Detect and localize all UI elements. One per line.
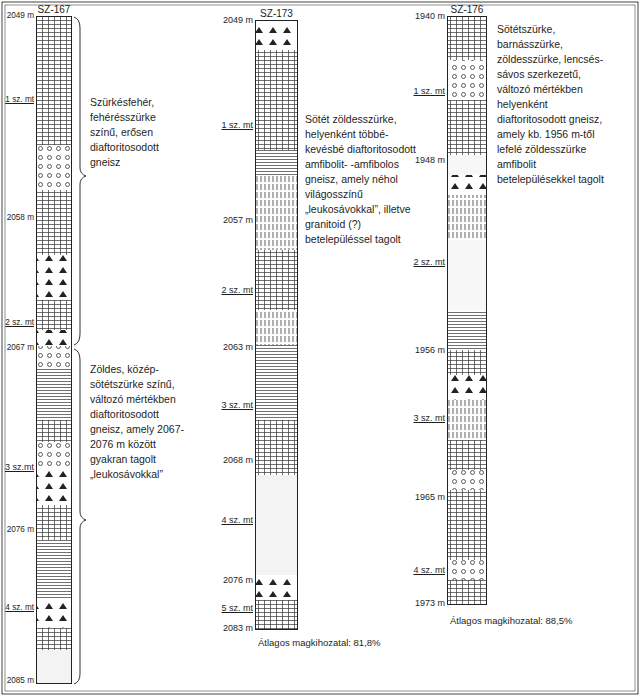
column-3-lithology [447, 16, 487, 605]
core-run-label: 1 sz. mt [413, 86, 445, 96]
lithology-description: Sötétszürke, barnásszürke, zöldesszürke,… [497, 22, 609, 187]
borehole-name: SZ-176 [451, 4, 484, 15]
depth-label: 1940 m [415, 11, 445, 21]
core-run-label: 4 sz. mt [5, 603, 34, 613]
borehole-column: SZ-167 [36, 16, 72, 684]
depth-label: 2063 m [223, 342, 253, 352]
bracket [74, 17, 86, 345]
depth-label: 2068 m [223, 455, 253, 465]
depth-label: 2049 m [223, 15, 253, 25]
core-run-label: 4 sz. mt [413, 565, 445, 575]
core-run-label: 1 sz. mt [5, 95, 34, 105]
lithology-description: Sötét zöldesszürke, helyenként többé-kev… [305, 112, 425, 247]
column-1-lithology [36, 16, 72, 684]
borehole-name: SZ-173 [260, 8, 293, 19]
core-run-label: 2 sz. mt [413, 257, 445, 267]
depth-label: 2049 m [7, 11, 34, 21]
core-run-label: 3 sz.mt [5, 462, 34, 472]
depth-label: 2076 m [223, 575, 253, 585]
core-run-label: 2 sz. mt [221, 285, 253, 295]
depth-label: 2057 m [223, 215, 253, 225]
lithology-description: Szürkésfehér, fehérésszürke színű, erőse… [90, 95, 186, 170]
depth-label: 2085 m [7, 676, 34, 686]
depth-label: 2058 m [7, 213, 34, 223]
core-run-label: 4 sz. mt [221, 515, 253, 525]
core-recovery-note: Átlagos magkihozatal: 88,5% [450, 615, 573, 626]
borehole-name: SZ-167 [38, 4, 71, 15]
depth-label: 2083 m [223, 623, 253, 633]
depth-label: 2076 m [7, 525, 34, 535]
core-run-label: 3 sz. mt [221, 400, 253, 410]
depth-label: 1948 m [415, 155, 445, 165]
bracket [74, 349, 86, 684]
core-run-label: 1 sz. mt [221, 120, 253, 130]
borehole-column: SZ-176 [447, 16, 487, 605]
column-2-lithology [255, 20, 298, 630]
core-run-label: 5 sz. mt [221, 603, 253, 613]
borehole-column: SZ-173 [255, 20, 298, 630]
core-recovery-note: Átlagos magkihozatal: 81,8% [258, 637, 381, 648]
core-run-label: 2 sz. mt [5, 318, 34, 328]
depth-label: 1973 m [415, 598, 445, 608]
core-run-label: 3 sz. mt [413, 413, 445, 423]
lithology-description: Zöldes, közép-sötétszürke színű, változó… [90, 362, 186, 482]
depth-label: 2067 m [7, 343, 34, 353]
depth-label: 1956 m [415, 345, 445, 355]
depth-label: 1965 m [415, 492, 445, 502]
